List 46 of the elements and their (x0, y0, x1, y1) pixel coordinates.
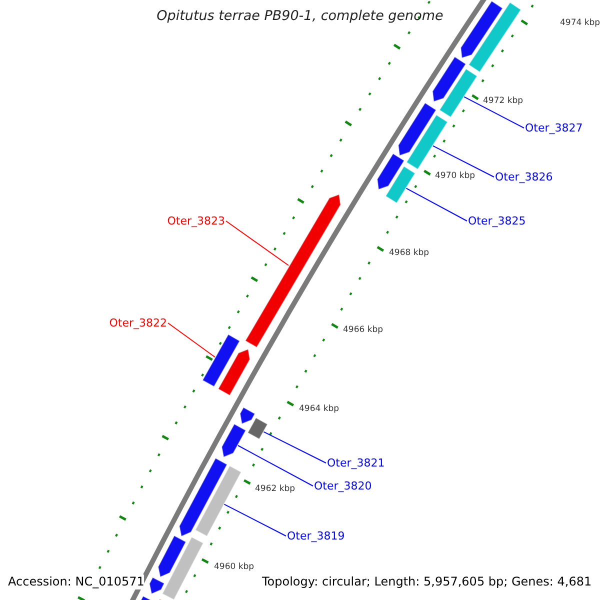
gene-block (438, 68, 478, 118)
gene-label: Oter_3823 (167, 214, 225, 228)
gene-feature (432, 56, 466, 102)
info-text: Topology: circular; Length: 5,957,605 bp; Genes: 4,681 (262, 574, 592, 590)
gene-block (468, 2, 522, 73)
gene-block (162, 536, 204, 600)
leader-line (263, 431, 326, 464)
gene-feature (376, 153, 405, 190)
leader-line (224, 504, 286, 536)
gene-feature (178, 458, 228, 537)
gene-block (194, 465, 242, 537)
gene-label: Oter_3826 (495, 170, 553, 184)
gene-label: Oter_3822 (109, 316, 167, 330)
scale-label: 4968 kbp (389, 248, 430, 258)
gene-feature (221, 423, 246, 458)
gene-block (406, 114, 448, 170)
gene-label: Oter_3825 (468, 214, 526, 228)
gene-feature (398, 102, 437, 156)
info-text: Accession: NC_010571 (8, 574, 144, 590)
title: Opitutus terrae PB90-1, complete genome (156, 8, 444, 24)
gene-block (247, 417, 268, 440)
gene-feature (158, 535, 186, 578)
scale-label: 4964 kbp (299, 404, 340, 414)
leader-line (432, 145, 494, 178)
gene-feature (240, 406, 256, 424)
leader-line (464, 96, 524, 128)
gene-label: Oter_3827 (525, 121, 583, 135)
gene-feature (218, 348, 250, 396)
scale-label: 4960 kbp (214, 562, 254, 572)
gene-feature (148, 576, 165, 594)
gene-label: Oter_3819 (287, 529, 345, 543)
scale-label: 4974 kbp (560, 18, 600, 28)
leader-line (226, 220, 289, 266)
gene-feature (460, 0, 504, 59)
scale-label: 4970 kbp (435, 170, 476, 182)
gene-feature (244, 194, 342, 348)
gene-block (385, 166, 416, 204)
scale-label: 4962 kbp (255, 484, 296, 494)
scale-label: 4966 kbp (343, 324, 384, 336)
leader-line (406, 188, 468, 222)
gene-label: Oter_3820 (314, 479, 372, 493)
scale-label: 4972 kbp (483, 96, 524, 106)
gene-block (202, 334, 240, 388)
leader-line (168, 322, 216, 358)
leader-line (238, 445, 314, 486)
gene-label: Oter_3821 (327, 456, 385, 470)
